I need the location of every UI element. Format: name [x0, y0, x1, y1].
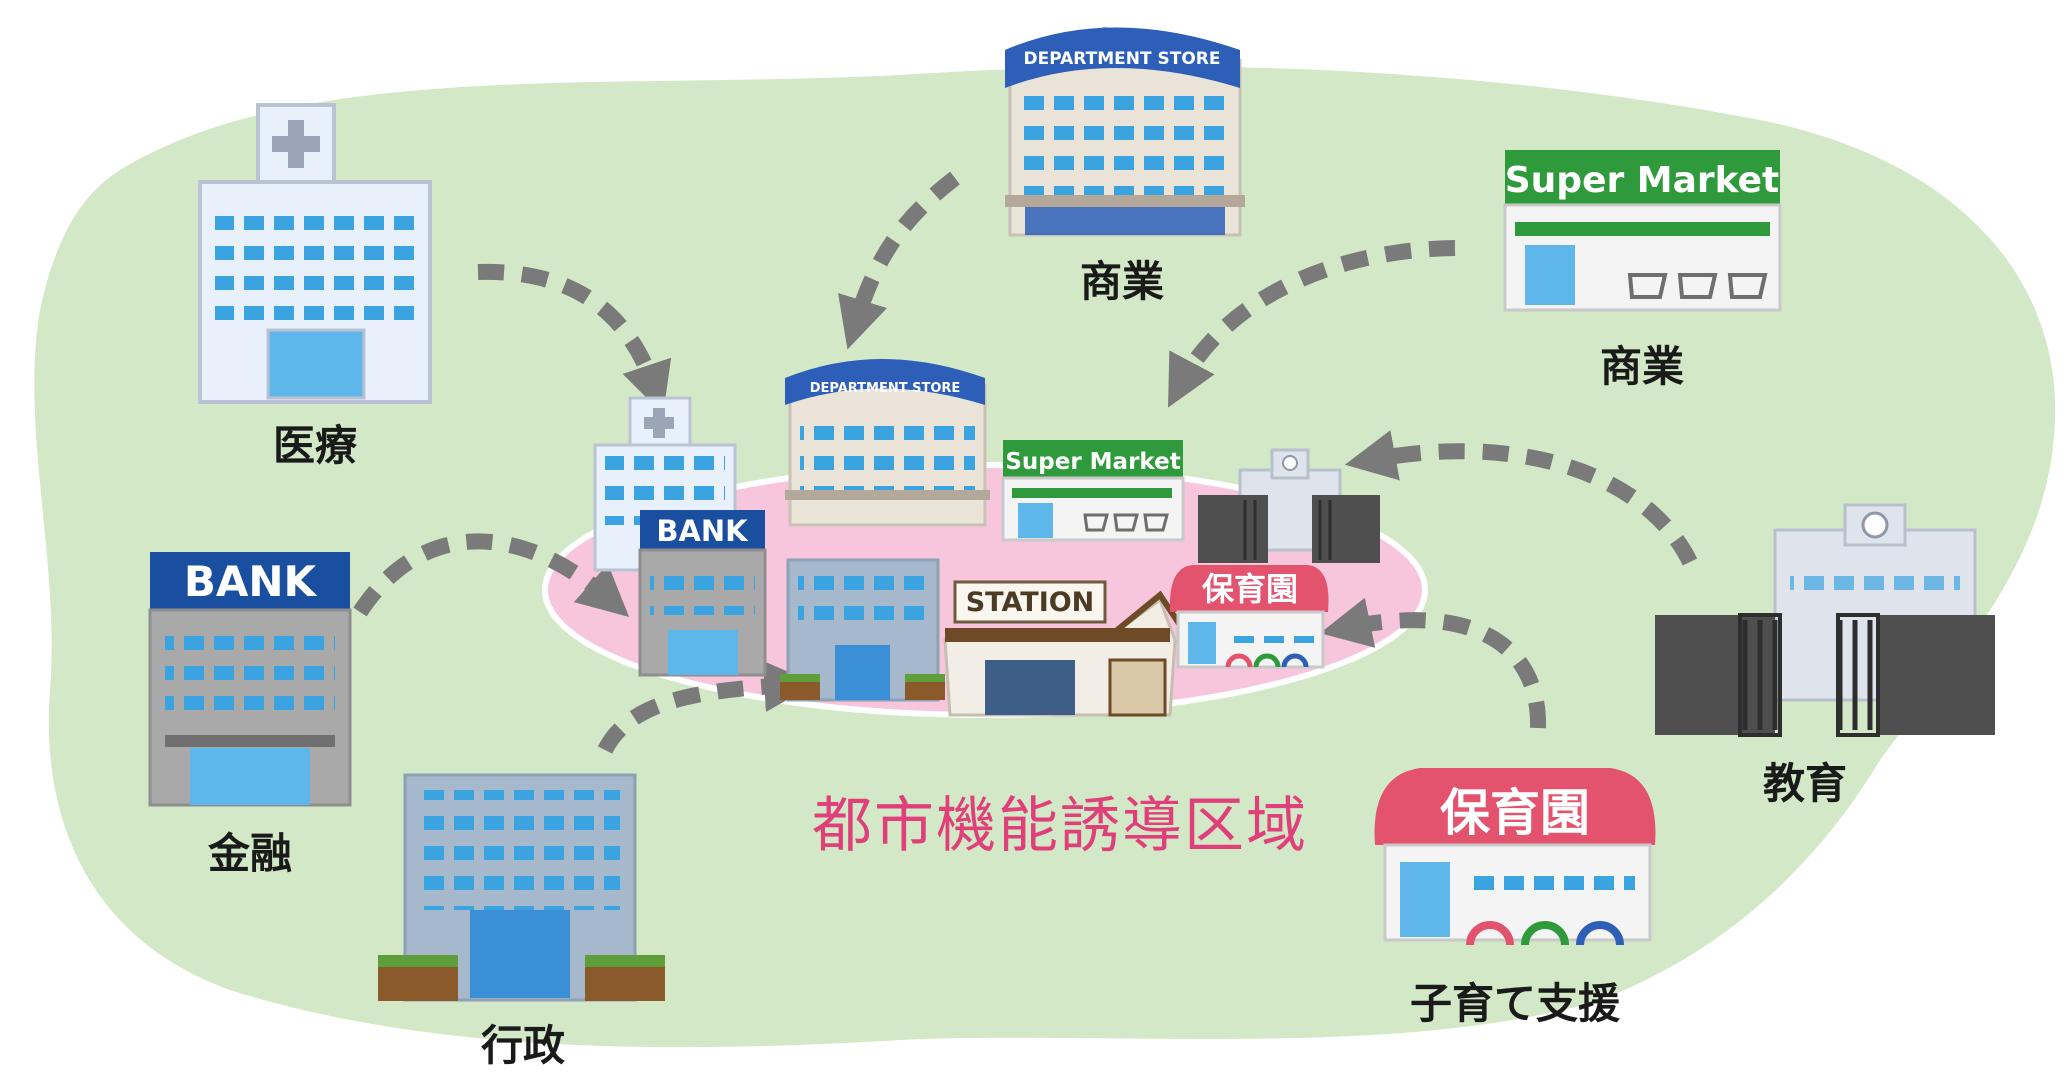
label-government: 行政 — [480, 1021, 566, 1070]
arrow-childcare — [1319, 597, 1547, 729]
label-medical: 医療 — [272, 421, 358, 470]
label-childcare: 子育て支援 — [1409, 979, 1621, 1028]
hospital-icon — [198, 103, 432, 404]
arrow-bank — [353, 533, 630, 617]
station-sign: STATION — [966, 587, 1095, 618]
childcare-sign: 保育園 — [1440, 784, 1590, 842]
arrow-government — [597, 660, 816, 754]
center-supermarket-sign: Super Market — [1005, 449, 1180, 475]
bank-sign: BANK — [184, 557, 318, 606]
center-childcare-icon: 保育園 — [1169, 565, 1329, 669]
arrow-medical — [477, 263, 672, 415]
station-icon: STATION — [943, 580, 1193, 717]
center-supermarket-icon: Super Market — [1001, 440, 1185, 542]
arrow-department-store — [838, 171, 960, 350]
school-icon — [1655, 503, 1995, 737]
center-childcare-sign: 保育園 — [1202, 570, 1298, 608]
center-school-icon — [1198, 448, 1380, 563]
center-department-store-icon: DEPARTMENT STORE — [785, 358, 990, 527]
center-department-store-sign: DEPARTMENT STORE — [810, 381, 961, 396]
bank-icon: BANK — [148, 552, 352, 807]
department-store-icon: DEPARTMENT STORE — [1005, 26, 1245, 237]
district-title: 都市機能誘導区域 — [812, 791, 1308, 861]
label-supermarket: 商業 — [1599, 342, 1685, 391]
label-bank: 金融 — [207, 829, 293, 878]
center-bank-sign: BANK — [656, 514, 749, 548]
label-department-store: 商業 — [1079, 257, 1165, 306]
center-bank-icon: BANK — [638, 510, 767, 677]
label-education: 教育 — [1762, 759, 1848, 808]
arrow-education — [1344, 430, 1698, 566]
center-office-icon — [780, 558, 945, 702]
childcare-icon: 保育園 — [1374, 768, 1656, 946]
supermarket-sign: Super Market — [1505, 160, 1780, 201]
government-building-icon — [378, 773, 665, 1002]
department-store-sign: DEPARTMENT STORE — [1024, 49, 1221, 69]
arrow-supermarket — [1168, 240, 1456, 408]
supermarket-icon: Super Market — [1503, 150, 1782, 312]
